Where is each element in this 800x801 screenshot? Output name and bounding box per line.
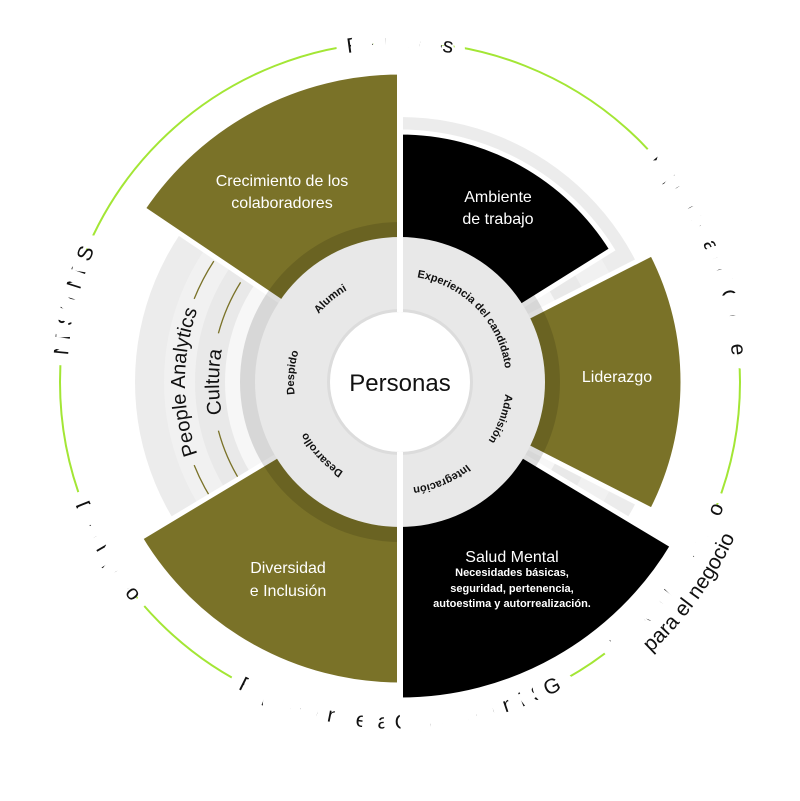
- center-label: Personas: [349, 370, 450, 397]
- outer-ring: [59, 41, 741, 723]
- diversidad-label: Diversidad: [250, 560, 326, 577]
- people-analytics-arc: [193, 260, 215, 300]
- cultura-arc: [217, 282, 242, 334]
- outer-label-resultados-text: Resultados: [333, 19, 467, 70]
- outer-label-desempeno: Desempeño: [71, 498, 146, 606]
- center-circle: [330, 312, 470, 452]
- band-label-cultura: Cultura: [202, 347, 227, 417]
- outer-label-npsi-text: NPSI eNPS: [38, 231, 111, 368]
- salud-mental-desc: seguridad, pertenencia,: [450, 583, 573, 595]
- salud-mental-desc: Necesidades básicas,: [455, 567, 569, 579]
- outer-label-resultados: Resultados: [345, 31, 455, 58]
- salud-mental-desc: autoestima y autorrealización.: [433, 598, 591, 610]
- crecimiento-label: Crecimiento de los: [216, 173, 349, 190]
- crecimiento-label: colaboradores: [231, 195, 332, 212]
- diversidad-label: e Inclusión: [250, 583, 327, 600]
- band-label-cultura-text: Cultura: [202, 347, 227, 417]
- outer-label-desempeno-text: Desempeño: [59, 486, 158, 618]
- liderazgo-label: Liderazgo: [582, 369, 652, 386]
- ambiente-label: de trabajo: [462, 211, 533, 228]
- salud-mental-title: Salud Mental: [465, 549, 558, 566]
- ambiente-label: Ambiente: [464, 189, 532, 206]
- outer-label-npsi: NPSI eNPS: [50, 243, 99, 356]
